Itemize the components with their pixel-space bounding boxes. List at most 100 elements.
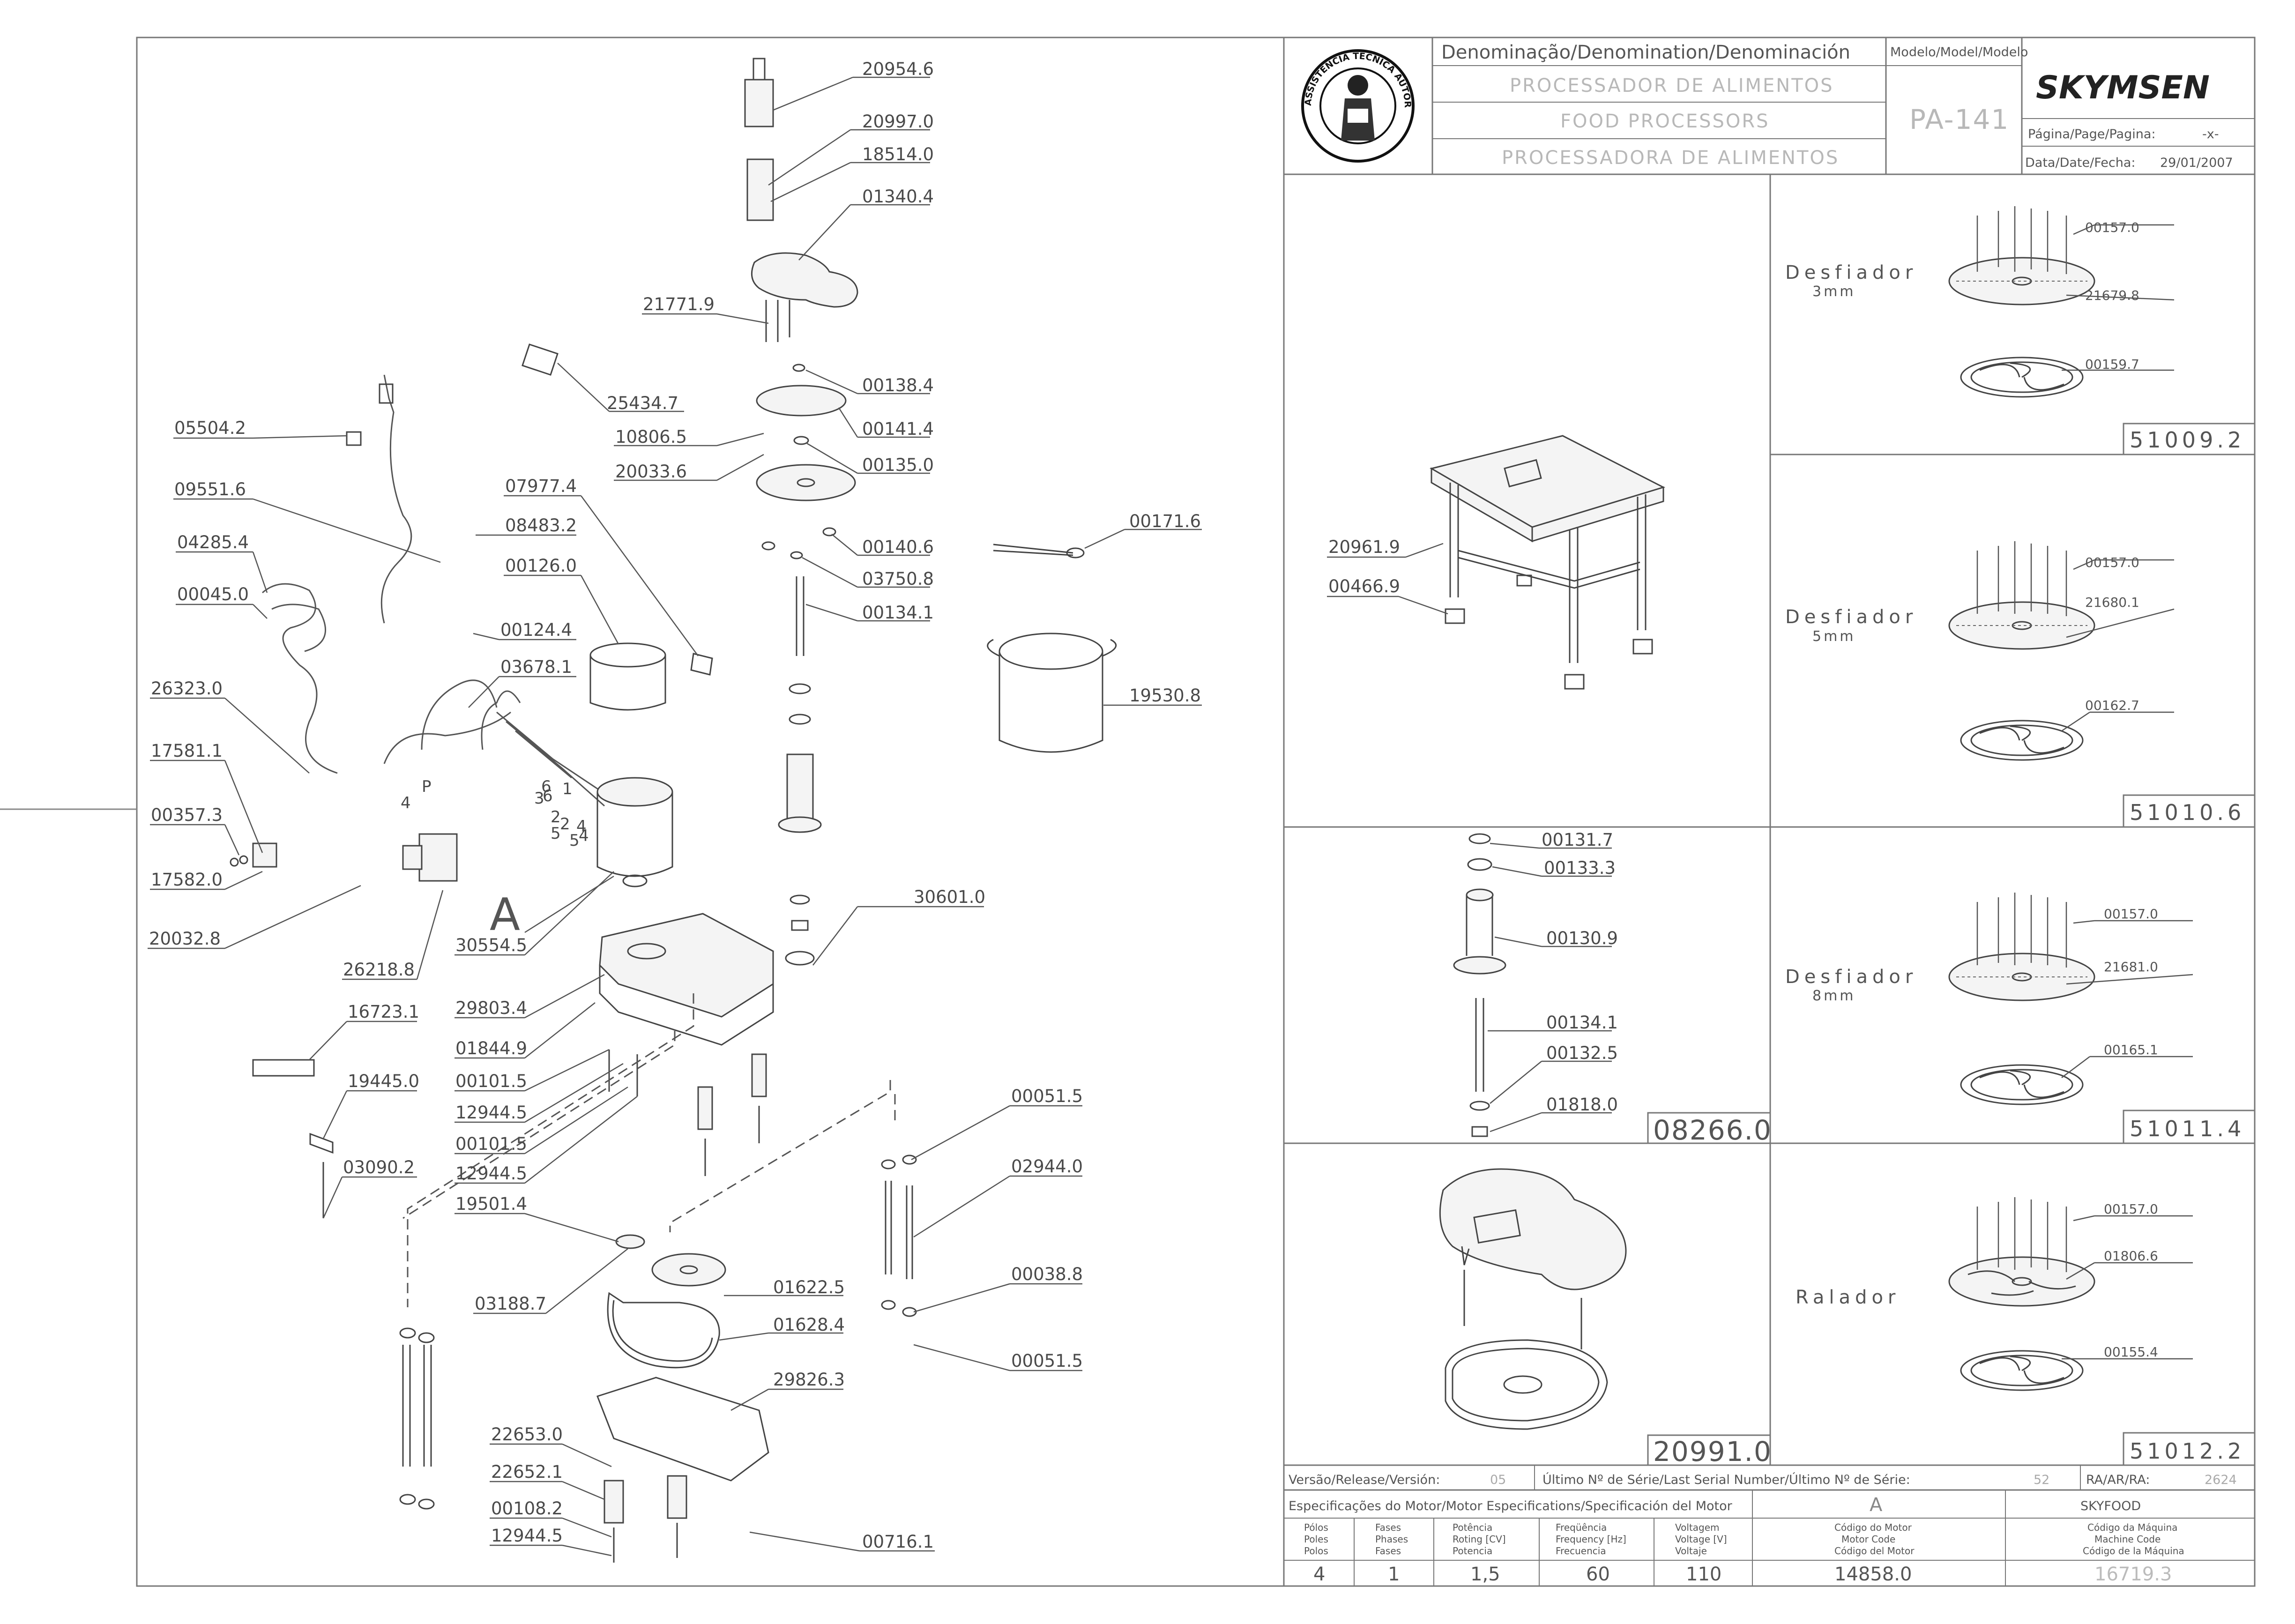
kit-size: 8mm: [1812, 988, 1856, 1004]
spec-machine-column: SKYFOOD: [2080, 1499, 2141, 1513]
version-label: Versão/Release/Versión:: [1289, 1473, 1440, 1487]
svg-text:12944.5: 12944.5: [455, 1163, 527, 1184]
svg-text:Potência: Potência: [1453, 1522, 1492, 1533]
sheet-border: [136, 37, 2256, 1587]
svg-text:01340.4: 01340.4: [862, 186, 934, 207]
svg-text:Voltagem: Voltagem: [1675, 1522, 1720, 1533]
model-label: Modelo/Model/Modelo: [1890, 45, 2028, 60]
svg-text:03678.1: 03678.1: [500, 657, 572, 677]
lid-kit-code: 20991.0: [1653, 1436, 1772, 1468]
svg-text:Frecuencia: Frecuencia: [1556, 1545, 1606, 1557]
ra-value: 2624: [2205, 1473, 2237, 1487]
kit-plate-code: 00157.0: [2104, 906, 2158, 922]
svg-text:00051.5: 00051.5: [1011, 1351, 1083, 1371]
svg-text:Polos: Polos: [1304, 1545, 1328, 1557]
svg-text:26218.8: 26218.8: [343, 960, 415, 980]
svg-text:5: 5: [551, 824, 561, 843]
svg-text:00357.3: 00357.3: [151, 805, 223, 825]
svg-text:P: P: [422, 777, 432, 796]
svg-text:03090.2: 03090.2: [343, 1157, 415, 1177]
kit-base-code: 00159.7: [2085, 357, 2139, 372]
svg-text:30554.5: 30554.5: [455, 935, 527, 955]
svg-text:18514.0: 18514.0: [862, 144, 934, 164]
kit-desfiador-8mm: Desfiador 8mm 00157.0 21681.0 00165.1 51…: [1785, 893, 2256, 1144]
spec-header-phases: Fases Phases Fases: [1375, 1522, 1408, 1557]
kit-code: 51011.4: [2130, 1116, 2245, 1141]
cutting-disc-drawing: [1948, 541, 2095, 650]
svg-text:21771.9: 21771.9: [643, 294, 715, 314]
kit-size: 5mm: [1812, 628, 1856, 645]
svg-text:09551.6: 09551.6: [174, 479, 246, 499]
product-name-pt: PROCESSADOR DE ALIMENTOS: [1510, 75, 1834, 97]
kit-base-code: 00162.7: [2085, 698, 2139, 713]
svg-text:6: 6: [543, 787, 553, 805]
kit-disc-code: 21679.8: [2085, 288, 2139, 303]
svg-text:17582.0: 17582.0: [151, 870, 223, 890]
svg-text:12944.5: 12944.5: [491, 1526, 563, 1546]
svg-text:03750.8: 03750.8: [862, 569, 934, 589]
kit-panels-frame: [1283, 174, 2255, 1586]
svg-text:19530.8: 19530.8: [1129, 685, 1201, 706]
spec-header-voltage: Voltagem Voltage [V] Voltaje: [1675, 1522, 1727, 1557]
kit-name: Ralador: [1796, 1287, 1900, 1308]
svg-text:01628.4: 01628.4: [773, 1315, 845, 1335]
svg-text:00051.5: 00051.5: [1011, 1086, 1083, 1106]
spec-voltage-value: 110: [1686, 1564, 1721, 1585]
svg-text:22653.0: 22653.0: [491, 1424, 563, 1445]
title-block: Denominação/Denomination/Denominación PR…: [0, 0, 2256, 175]
svg-text:00101.5: 00101.5: [455, 1134, 527, 1154]
kit-ralador: Ralador 00157.0 01806.6 00155.4 51012.2: [1796, 1197, 2256, 1466]
spec-machine-code-value: 16719.3: [2094, 1564, 2172, 1585]
spec-header-power: Potência Roting [CV] Potencia: [1453, 1522, 1506, 1557]
disc-base-drawing: [1960, 1064, 2084, 1105]
svg-text:Motor Code: Motor Code: [1841, 1534, 1895, 1545]
kit-plate-code: 00157.0: [2085, 220, 2139, 235]
kit-plate-code: 00157.0: [2104, 1201, 2158, 1217]
svg-text:00134.1: 00134.1: [862, 603, 934, 623]
label-shaft-kit-part-5: 00132.5: [1546, 1043, 1618, 1063]
svg-text:20997.0: 20997.0: [862, 112, 934, 132]
svg-text:Fases: Fases: [1375, 1545, 1401, 1557]
spec-poles-value: 4: [1313, 1564, 1325, 1585]
svg-text:2: 2: [551, 808, 561, 827]
disc-base-drawing: [1960, 720, 2084, 761]
svg-text:00171.6: 00171.6: [1129, 511, 1201, 531]
kit-base-code: 00165.1: [2104, 1042, 2158, 1058]
svg-text:1: 1: [562, 780, 573, 798]
seal-text: ASSISTÊNCIA TÉCNICA AUTORIZADA: [0, 0, 1413, 108]
motor-letter: A: [490, 889, 520, 941]
svg-text:00141.4: 00141.4: [862, 419, 934, 439]
svg-text:01844.9: 01844.9: [455, 1038, 527, 1058]
svg-text:29803.4: 29803.4: [455, 998, 527, 1018]
spec-header-poles: Pólos Poles Polos: [1304, 1522, 1328, 1557]
svg-text:00038.8: 00038.8: [1011, 1264, 1083, 1284]
svg-text:00108.2: 00108.2: [491, 1498, 563, 1519]
svg-text:26323.0: 26323.0: [151, 678, 223, 699]
svg-text:4: 4: [576, 817, 587, 836]
svg-text:Código do Motor: Código do Motor: [1834, 1522, 1912, 1533]
label-shaft-kit-part-2: 00133.3: [1544, 858, 1616, 878]
svg-text:3: 3: [534, 789, 544, 808]
table-stand-drawing: [1430, 435, 1665, 690]
svg-text:00140.6: 00140.6: [862, 537, 934, 557]
product-name-es: PROCESSADORA DE ALIMENTOS: [1502, 147, 1839, 169]
serial-value: 52: [2034, 1473, 2049, 1487]
svg-text:00716.1: 00716.1: [862, 1532, 934, 1552]
svg-text:20033.6: 20033.6: [615, 462, 687, 482]
svg-text:04285.4: 04285.4: [177, 532, 249, 552]
kit-disc-code: 21681.0: [2104, 959, 2158, 975]
lid-kit-drawing: [1439, 1168, 1627, 1430]
kit-base-code: 00155.4: [2104, 1344, 2158, 1360]
product-name-en: FOOD PROCESSORS: [1560, 111, 1770, 132]
ra-label: RA/AR/RA:: [2086, 1473, 2150, 1487]
svg-text:25434.7: 25434.7: [607, 393, 678, 413]
label-shaft-kit-part-4: 00134.1: [1546, 1013, 1618, 1033]
disc-base-drawing: [1960, 1350, 2084, 1391]
label-shaft-kit-part-1: 00131.7: [1542, 830, 1613, 850]
shaft-kit-code: 08266.0: [1653, 1114, 1772, 1146]
kit-code: 51010.6: [2130, 800, 2245, 825]
spec-power-value: 1,5: [1470, 1564, 1500, 1585]
svg-text:Código de la Máquina: Código de la Máquina: [2083, 1545, 2184, 1557]
svg-text:12944.5: 12944.5: [455, 1103, 527, 1123]
kit-name: Desfiador: [1785, 262, 1917, 283]
